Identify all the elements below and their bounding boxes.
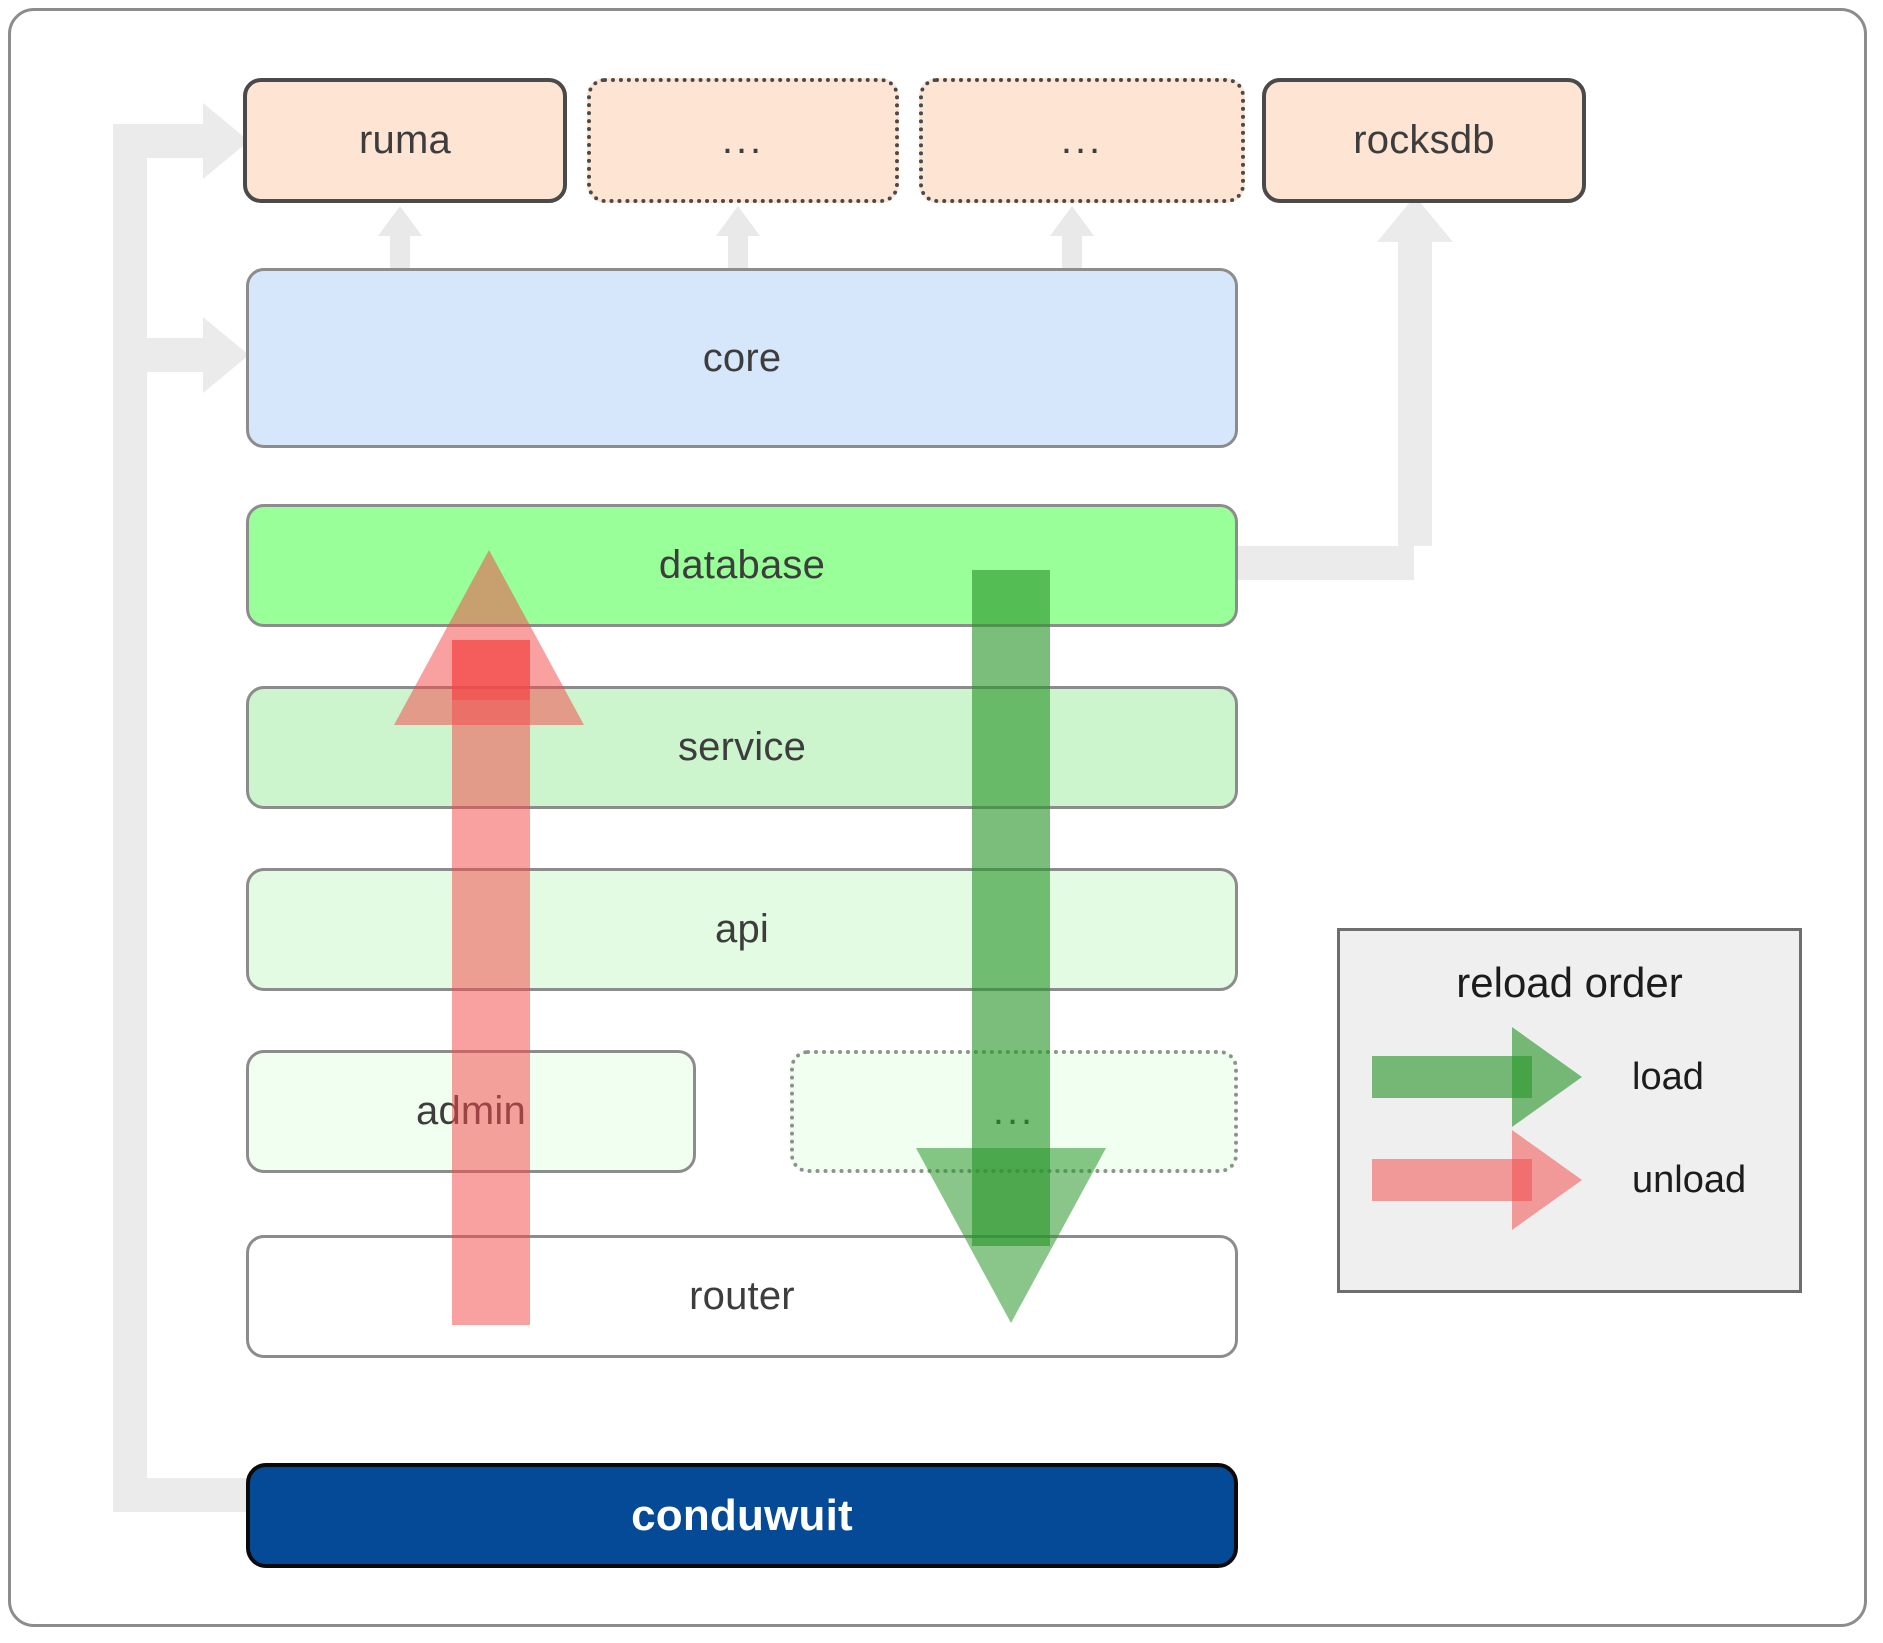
layer-label-router: router — [689, 1274, 795, 1318]
dependency-label-ruma: ruma — [359, 118, 451, 162]
layer-label-database: database — [658, 543, 826, 587]
connector-arrow-core — [203, 317, 249, 393]
unload-arrow-shaft-upper — [452, 640, 530, 700]
core-to-dep3-arrow-icon — [1050, 206, 1094, 236]
layer-box-core[interactable]: core — [246, 268, 1238, 448]
legend-unload-shaft — [1372, 1159, 1532, 1201]
core-to-ruma-stem — [390, 232, 410, 274]
layer-label-api: api — [715, 907, 769, 951]
dependency-box-more-2[interactable]: ... — [919, 78, 1245, 203]
core-to-dep3-stem — [1062, 232, 1082, 274]
connector-arrow-rocksdb — [1377, 196, 1453, 242]
core-to-dep2-stem — [728, 232, 748, 274]
dependency-label-rocksdb: rocksdb — [1353, 118, 1495, 162]
dependency-label-more-1: ... — [721, 118, 765, 162]
dependency-label-more-2: ... — [1060, 118, 1104, 162]
legend-panel: reload order load unload — [1337, 928, 1802, 1293]
load-arrow-shaft — [972, 570, 1050, 1246]
dependency-box-ruma[interactable]: ruma — [243, 78, 567, 203]
legend-label-load: load — [1632, 1056, 1704, 1098]
layer-label-core: core — [702, 335, 782, 380]
layer-label-service: service — [677, 725, 807, 769]
root-box-conduwuit[interactable]: conduwuit — [246, 1463, 1238, 1568]
dependency-box-rocksdb[interactable]: rocksdb — [1262, 78, 1586, 203]
connector-root-to-base — [113, 1478, 247, 1512]
connector-database-horizontal — [1232, 546, 1414, 580]
connector-rocksdb-vertical — [1398, 235, 1432, 546]
root-label-conduwuit: conduwuit — [631, 1490, 853, 1540]
core-to-dep2-arrow-icon — [716, 206, 760, 236]
diagram-frame — [8, 8, 1867, 1627]
load-arrow-head-icon — [916, 1148, 1106, 1323]
unload-arrow-shaft — [452, 640, 530, 1325]
legend-title: reload order — [1456, 959, 1683, 1006]
core-to-ruma-arrow-icon — [378, 206, 422, 236]
legend-label-unload: unload — [1632, 1159, 1747, 1201]
legend-unload-arrow-icon — [1512, 1130, 1582, 1230]
legend-load-shaft — [1372, 1056, 1532, 1098]
layer-box-api[interactable]: api — [246, 868, 1238, 991]
legend-load-arrow-icon — [1512, 1027, 1582, 1127]
dependency-box-more-1[interactable]: ... — [587, 78, 899, 203]
connector-arrow-ruma — [203, 103, 249, 179]
